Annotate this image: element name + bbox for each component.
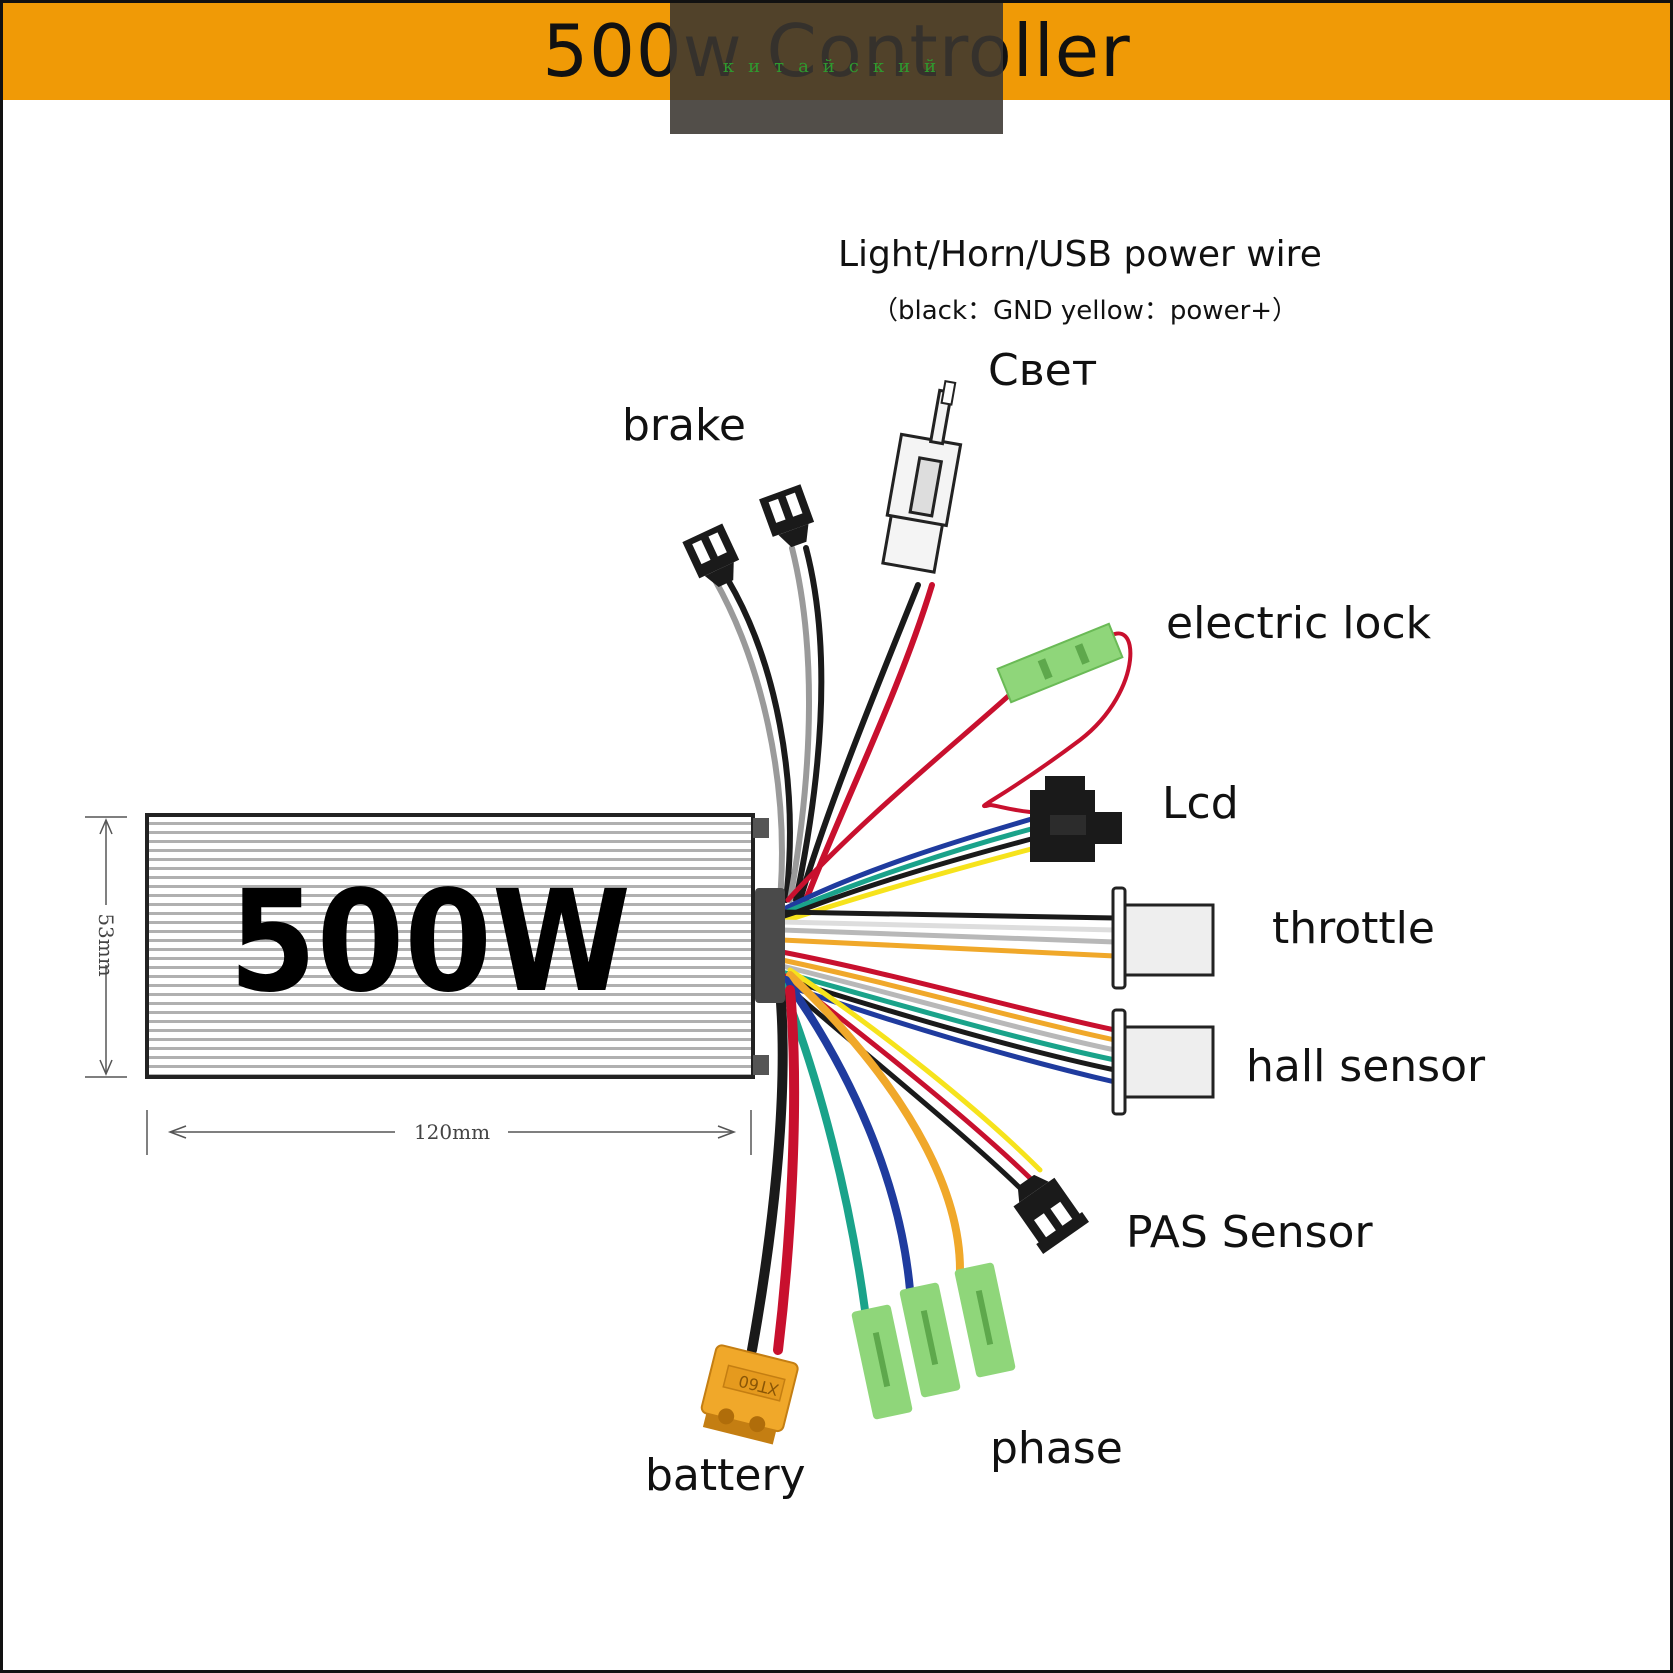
brake-wire-black-2	[793, 545, 825, 903]
hall-wire-blue	[779, 981, 1118, 1085]
phase-connector-1	[851, 1304, 913, 1420]
wire-group	[712, 545, 1133, 1355]
light-connector	[881, 380, 963, 574]
phase-label: phase	[990, 1423, 1123, 1474]
height-dimension	[85, 816, 127, 1078]
electric-lock-label: electric lock	[1166, 598, 1432, 649]
brake-wire-gray-2	[787, 545, 812, 903]
lcd-wire-green	[779, 825, 1038, 917]
throttle-wire-black	[779, 909, 1118, 921]
brake-wire-gray-1	[712, 577, 785, 903]
controller-tab-top	[753, 818, 769, 838]
brake-wire-black-1	[725, 577, 793, 903]
throttle-connector	[1111, 886, 1215, 990]
phase-connector-3	[954, 1262, 1016, 1378]
light-wire-red	[803, 582, 935, 903]
phase-wire-blue	[782, 976, 914, 1294]
throttle-label: throttle	[1272, 903, 1435, 954]
pas-wire-black	[779, 979, 1023, 1191]
battery-wire-black	[747, 985, 788, 1355]
power-wire-note: （black：GND yellow：power+）	[872, 296, 1299, 326]
lcd-wire-blue	[779, 815, 1038, 913]
light-label: Свет	[988, 345, 1098, 396]
lcd-connector	[1030, 776, 1122, 862]
power-wire-title: Light/Horn/USB power wire	[838, 234, 1322, 275]
brake-label: brake	[622, 400, 746, 451]
hall-wire-gray	[779, 963, 1118, 1053]
cable-gland	[755, 888, 785, 1003]
controller-case	[145, 813, 755, 1079]
brake-connector-1	[682, 523, 740, 587]
lcd-label: Lcd	[1162, 778, 1239, 829]
throttle-wire-orange	[779, 937, 1118, 959]
watermark-box	[670, 3, 1003, 134]
pas-wire-yellow	[787, 967, 1043, 1173]
controller-tab-bottom	[753, 1055, 769, 1075]
hall-wire-orange	[779, 957, 1118, 1043]
electric-lock-loop	[982, 631, 1133, 814]
light-wire-black	[797, 582, 921, 903]
battery-wire-red	[773, 985, 800, 1355]
hall-sensor-label: hall sensor	[1246, 1041, 1486, 1092]
height-dimension-label: 53mm	[94, 913, 118, 976]
phase-connector-2	[899, 1282, 961, 1398]
width-dimension	[146, 1110, 752, 1155]
brake-connector-2	[759, 484, 815, 548]
electric-lock-wire	[785, 687, 1018, 903]
pas-sensor-label: PAS Sensor	[1126, 1207, 1373, 1258]
hall-wire-red	[779, 949, 1118, 1033]
hall-wire-black	[779, 975, 1118, 1073]
controller-power-label: 500W	[229, 861, 631, 1024]
watermark-text: китайский	[722, 56, 951, 77]
battery-label: battery	[645, 1450, 806, 1501]
throttle-wire-gray	[779, 927, 1118, 945]
throttle-wire-white	[779, 919, 1118, 933]
electric-lock-connector	[996, 622, 1124, 704]
lcd-wire-black	[779, 835, 1038, 921]
phase-wire-orange	[786, 971, 964, 1274]
width-dimension-label: 120mm	[414, 1120, 490, 1144]
hall-wire-green	[779, 969, 1118, 1063]
battery-connector	[700, 1344, 799, 1445]
pas-connector	[1013, 1174, 1089, 1254]
hall-sensor-connector	[1111, 1008, 1215, 1116]
controller-body	[145, 813, 785, 1079]
